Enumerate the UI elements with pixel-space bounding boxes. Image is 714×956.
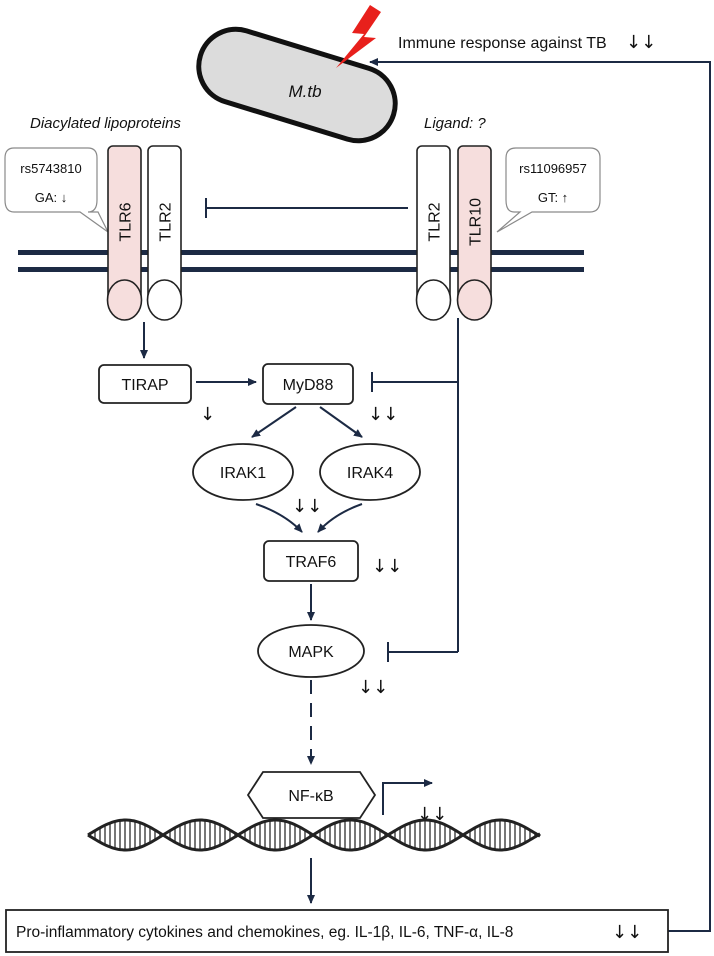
feedback-loop-line bbox=[369, 58, 711, 932]
tlr6-label: TLR6 bbox=[118, 202, 135, 241]
right-snp-callout: rs11096957 GT: ↑ bbox=[496, 147, 601, 233]
nfkb-node: NF-κB bbox=[246, 771, 377, 819]
transcription-start-icon bbox=[382, 779, 433, 815]
membrane-outer bbox=[18, 250, 584, 255]
myd88-label: MyD88 bbox=[283, 377, 334, 394]
arrow-myd88-irak4 bbox=[319, 406, 363, 438]
arrow-myd88-irak1 bbox=[251, 406, 297, 438]
irak1-node: IRAK1 bbox=[192, 443, 294, 501]
tlr6-receptor: TLR6 bbox=[106, 145, 143, 321]
immune-response-arrows: ↓↓ bbox=[626, 32, 656, 53]
traf6-label: TRAF6 bbox=[286, 554, 337, 571]
mtb-label: M.tb bbox=[288, 82, 321, 101]
tlr10-receptor: TLR10 bbox=[456, 145, 493, 321]
tlr10-label: TLR10 bbox=[468, 198, 485, 246]
tlr2-right-receptor: TLR2 bbox=[415, 145, 452, 321]
mapk-arrows: ↓↓ bbox=[358, 677, 388, 698]
output-box: Pro-inflammatory cytokines and chemokine… bbox=[5, 909, 669, 953]
tirap-node: TIRAP bbox=[98, 364, 192, 404]
immune-response-label: Immune response against TB bbox=[398, 35, 607, 52]
left-ligand-label: Diacylated lipoproteins bbox=[30, 115, 181, 132]
tlr2-left-receptor: TLR2 bbox=[146, 145, 183, 321]
irak-arrows: ↓↓ bbox=[292, 496, 322, 517]
inhibition-tlr10-myd88 bbox=[371, 318, 459, 652]
irak4-label: IRAK4 bbox=[347, 465, 393, 482]
tirap-arrows: ↓ bbox=[200, 404, 215, 425]
nfkb-label: NF-κB bbox=[288, 788, 333, 805]
lightning-bolt-icon bbox=[336, 5, 381, 68]
mtb-bacterium: M.tb bbox=[196, 26, 398, 144]
traf6-node: TRAF6 bbox=[263, 540, 359, 582]
myd88-node: MyD88 bbox=[262, 363, 354, 405]
mapk-label: MAPK bbox=[288, 644, 334, 661]
left-snp-id: rs5743810 bbox=[20, 161, 81, 176]
arrow-irak1-traf6 bbox=[255, 503, 303, 533]
tirap-label: TIRAP bbox=[121, 377, 168, 394]
mapk-node: MAPK bbox=[257, 624, 365, 678]
inhibition-receptor-line bbox=[205, 198, 408, 218]
output-label: Pro-inflammatory cytokines and chemokine… bbox=[16, 924, 513, 941]
right-snp-id: rs11096957 bbox=[519, 161, 587, 176]
left-snp-genotype: GA: ↓ bbox=[35, 190, 68, 205]
myd88-arrows: ↓↓ bbox=[368, 404, 398, 425]
tlr2-right-label: TLR2 bbox=[427, 202, 444, 241]
dna-strand-b bbox=[87, 818, 541, 852]
membrane-inner bbox=[18, 267, 584, 272]
right-ligand-label: Ligand: ? bbox=[424, 115, 486, 132]
output-arrows: ↓↓ bbox=[612, 922, 642, 943]
dna-helix-icon bbox=[87, 818, 541, 852]
irak1-label: IRAK1 bbox=[220, 465, 266, 482]
left-snp-callout: rs5743810 GA: ↓ bbox=[4, 147, 109, 233]
traf6-arrows: ↓↓ bbox=[372, 556, 402, 577]
right-snp-genotype: GT: ↑ bbox=[538, 190, 568, 205]
irak4-node: IRAK4 bbox=[319, 443, 421, 501]
inhibition-tlr10-mapk bbox=[387, 642, 458, 662]
arrow-irak4-traf6 bbox=[317, 503, 363, 533]
tlr2-left-label: TLR2 bbox=[158, 202, 175, 241]
